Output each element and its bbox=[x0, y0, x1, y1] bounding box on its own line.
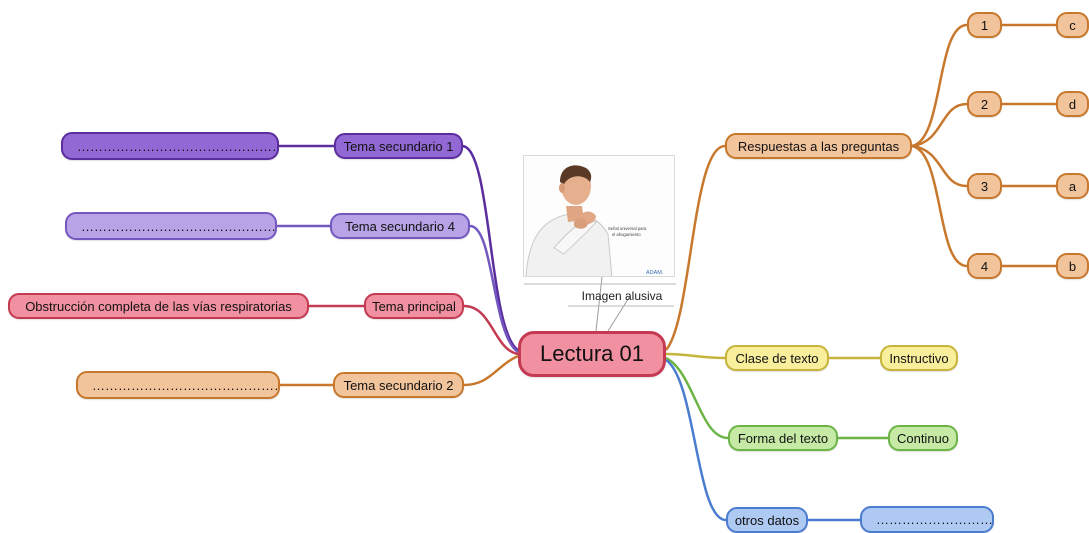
link-central-tema2 bbox=[463, 354, 519, 387]
answer-4[interactable]: b bbox=[1056, 253, 1089, 279]
link-central-image bbox=[595, 276, 631, 332]
placeholder-tema-secundario-4[interactable]: …………………………………………… bbox=[65, 212, 277, 240]
link-answers-q1 bbox=[911, 23, 968, 148]
other-data-value[interactable]: ………………………… bbox=[860, 506, 994, 533]
topic-respuestas[interactable]: Respuestas a las preguntas bbox=[725, 133, 912, 159]
topic-tema-secundario-1[interactable]: Tema secundario 1 bbox=[334, 133, 463, 159]
link-answers-q4 bbox=[911, 144, 968, 268]
question-number-4[interactable]: 4 bbox=[967, 253, 1002, 279]
link-central-textform bbox=[665, 356, 729, 440]
text-class-value[interactable]: Instructivo bbox=[880, 345, 958, 371]
topic-tema-secundario-4[interactable]: Tema secundario 4 bbox=[330, 213, 470, 239]
topic-tema-secundario-2[interactable]: Tema secundario 2 bbox=[333, 372, 464, 398]
link-central-answers bbox=[665, 144, 726, 351]
link-central-tema1 bbox=[461, 144, 519, 352]
answer-3[interactable]: a bbox=[1056, 173, 1089, 199]
question-number-3[interactable]: 3 bbox=[967, 173, 1002, 199]
question-number-2[interactable]: 2 bbox=[967, 91, 1002, 117]
link-answers-q2 bbox=[911, 102, 968, 148]
link-central-principal bbox=[463, 304, 519, 356]
link-central-textclass bbox=[665, 352, 726, 360]
illustration-caption-line2: el ahogamiento bbox=[612, 232, 641, 237]
text-form-value[interactable]: Continuo bbox=[888, 425, 958, 451]
topic-forma-del-texto[interactable]: Forma del texto bbox=[728, 425, 838, 451]
question-number-1[interactable]: 1 bbox=[967, 12, 1002, 38]
answer-1[interactable]: c bbox=[1056, 12, 1089, 38]
topic-otros-datos[interactable]: otros datos bbox=[726, 507, 808, 533]
placeholder-tema-secundario-1[interactable]: …………………………………………… bbox=[61, 132, 279, 160]
image-caption-rule bbox=[524, 283, 676, 307]
answer-2[interactable]: d bbox=[1056, 91, 1089, 117]
placeholder-tema-secundario-2[interactable]: …………………………………………… bbox=[76, 371, 280, 399]
choking-illustration: Señal universal para el ahogamiento ADAM… bbox=[523, 155, 675, 277]
link-central-other bbox=[665, 358, 727, 522]
central-node[interactable]: Lectura 01 bbox=[518, 331, 666, 377]
link-answers-q3 bbox=[911, 144, 968, 188]
topic-tema-principal[interactable]: Tema principal bbox=[364, 293, 464, 319]
illustration-caption-line1: Señal universal para bbox=[608, 226, 647, 231]
main-topic-value[interactable]: Obstrucción completa de las vías respira… bbox=[8, 293, 309, 319]
adam-logo: ADAM. bbox=[646, 270, 664, 276]
image-caption: Imagen alusiva bbox=[581, 289, 663, 303]
topic-clase-de-texto[interactable]: Clase de texto bbox=[725, 345, 829, 371]
link-central-tema4 bbox=[469, 224, 519, 354]
